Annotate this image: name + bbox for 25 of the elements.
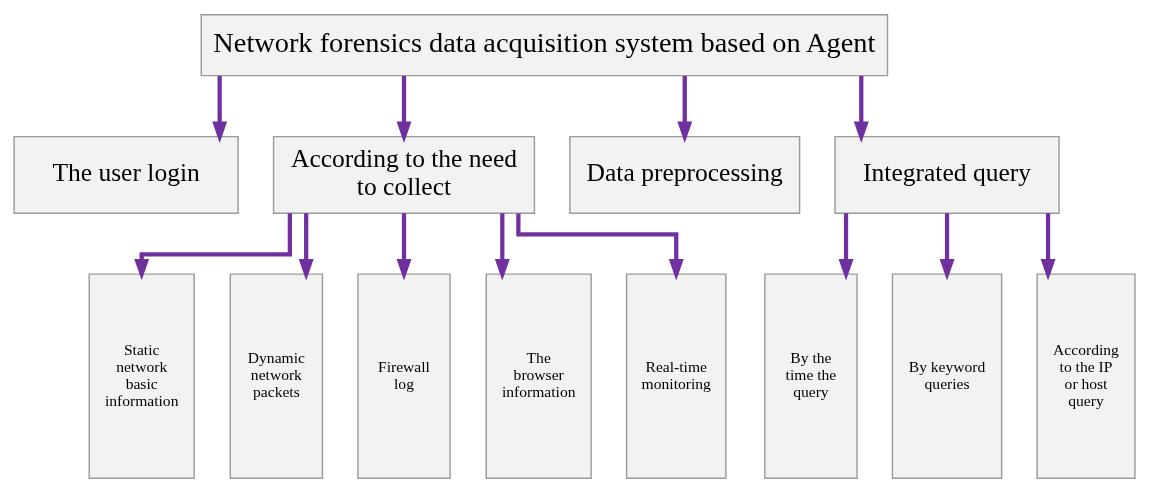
node-box: By the time the query: [764, 273, 858, 480]
node-box: Firewall log: [357, 273, 451, 480]
arrow: [1040, 213, 1056, 281]
arrow: [677, 75, 693, 143]
node-box: According to the need to collect: [272, 135, 536, 214]
arrow: [853, 75, 869, 143]
arrow: [396, 75, 412, 143]
node-box: By keyword queries: [891, 273, 1003, 480]
node-box: Dynamic network packets: [229, 273, 324, 480]
node-box: The browser information: [485, 273, 592, 480]
arrow: [838, 213, 854, 281]
node-box: The user login: [13, 135, 239, 214]
node-box: Static network basic information: [88, 273, 195, 480]
node-box: Real-time monitoring: [625, 273, 727, 480]
node-box: According to the IP or host query: [1036, 273, 1136, 480]
node-box: Network forensics data acquisition system based on Agent: [200, 13, 889, 77]
node-box: Data preprocessing: [569, 135, 801, 214]
arrow: [212, 75, 228, 143]
arrow: [134, 213, 292, 281]
arrow: [396, 213, 412, 281]
arrow: [939, 213, 955, 281]
arrow: [516, 213, 684, 281]
node-box: Integrated query: [834, 135, 1060, 214]
arrow: [298, 213, 314, 281]
arrow: [494, 213, 510, 281]
